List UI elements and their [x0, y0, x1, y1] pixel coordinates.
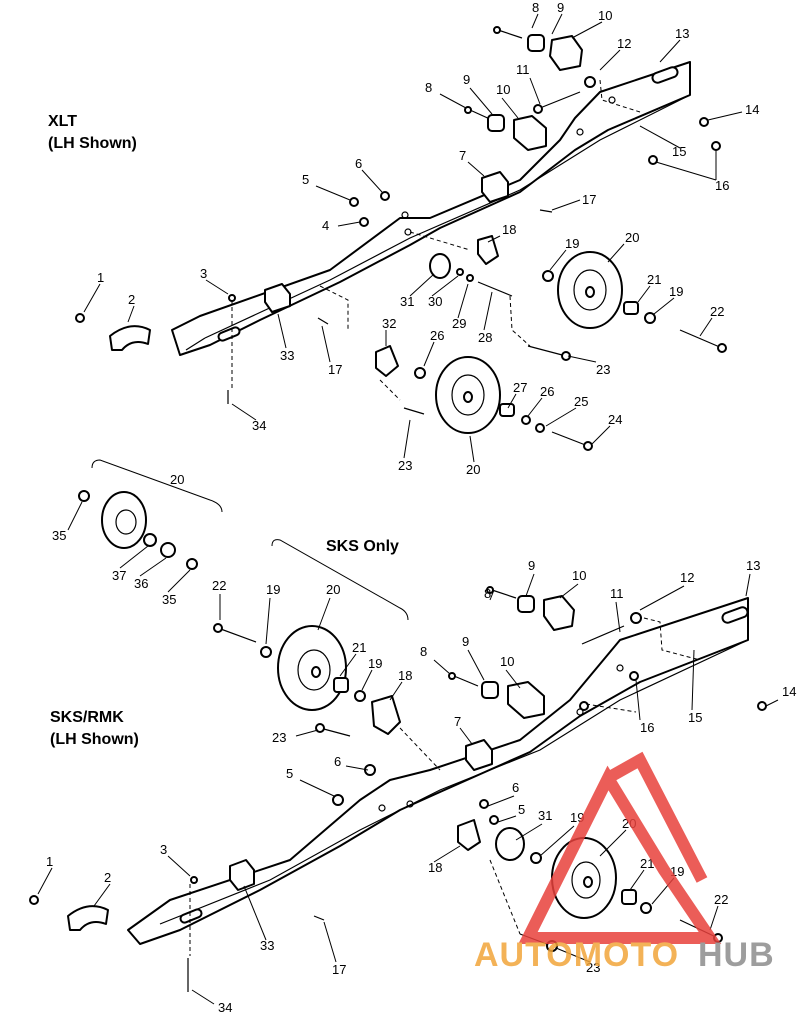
- callout-label: 23: [398, 458, 412, 473]
- callout-label: 21: [352, 640, 366, 655]
- section-title-sks-only: SKS Only: [326, 538, 399, 555]
- callout-label: 10: [496, 82, 510, 97]
- callout-label: 20: [170, 472, 184, 487]
- callout-label: 18: [398, 668, 412, 683]
- callout-label: 19: [565, 236, 579, 251]
- callout-label: 10: [572, 568, 586, 583]
- callout-label: 25: [574, 394, 588, 409]
- callout-label: 16: [715, 178, 729, 193]
- callout-label: 1: [46, 854, 53, 869]
- callout-label: 20: [625, 230, 639, 245]
- sks-rmk-slide-rail: [127, 597, 749, 945]
- callout-label: 16: [640, 720, 654, 735]
- callout-label: 9: [463, 72, 470, 87]
- callout-label: 17: [328, 362, 342, 377]
- leader-lines: [37, 13, 779, 1005]
- callout-label: 19: [266, 582, 280, 597]
- watermark-logo-triangle: [518, 765, 722, 944]
- callout-label: 19: [669, 284, 683, 299]
- callout-label: 37: [112, 568, 126, 583]
- callout-label: 34: [218, 1000, 232, 1014]
- section-title-xlt: XLT: [48, 113, 77, 130]
- callout-label: 11: [610, 586, 624, 601]
- callout-label: 11: [516, 62, 530, 77]
- callout-label: 6: [512, 780, 519, 795]
- callout-label: 8: [484, 586, 491, 601]
- callout-label: 6: [334, 754, 341, 769]
- callout-label: 17: [332, 962, 346, 977]
- callout-label: 20: [466, 462, 480, 477]
- callout-label: 33: [280, 348, 294, 363]
- callout-label: 30: [428, 294, 442, 309]
- watermark-brand-a: AUTOMOTO: [474, 936, 679, 974]
- callout-label: 31: [400, 294, 414, 309]
- callouts-top: 8 9 10 13 12 11 8 9 10 14 15 16 7 6 5 17…: [97, 0, 759, 477]
- callout-label: 8: [420, 644, 427, 659]
- callout-label: 19: [368, 656, 382, 671]
- callout-label: 10: [598, 8, 612, 23]
- callout-label: 22: [710, 304, 724, 319]
- callout-label: 7: [459, 148, 466, 163]
- callout-label: 27: [513, 380, 527, 395]
- callout-label: 15: [688, 710, 702, 725]
- callout-label: 35: [52, 528, 66, 543]
- callout-label: 20: [326, 582, 340, 597]
- callout-label: 29: [452, 316, 466, 331]
- callout-label: 9: [462, 634, 469, 649]
- callout-label: 34: [252, 418, 266, 433]
- callout-label: 23: [272, 730, 286, 745]
- callout-label: 3: [200, 266, 207, 281]
- callout-label: 22: [212, 578, 226, 593]
- callout-label: 15: [672, 144, 686, 159]
- callout-label: 4: [322, 218, 329, 233]
- callout-label: 14: [782, 684, 796, 699]
- callout-label: 22: [714, 892, 728, 907]
- callout-label: 23: [586, 960, 600, 975]
- callout-label: 21: [647, 272, 661, 287]
- callout-label: 14: [745, 102, 759, 117]
- callout-label: 5: [302, 172, 309, 187]
- xlt-assembly: [75, 26, 727, 451]
- callout-label: 9: [557, 0, 564, 15]
- callout-label: 12: [617, 36, 631, 51]
- callout-label: 6: [355, 156, 362, 171]
- callout-label: 2: [104, 870, 111, 885]
- automotohub-watermark: AUTOMOTO HUB: [474, 751, 775, 974]
- callout-label: 5: [286, 766, 293, 781]
- section-subtitle-sks-rmk: (LH Shown): [50, 731, 139, 748]
- callout-label: 31: [538, 808, 552, 823]
- wheel-detail-assembly: [78, 459, 223, 570]
- callout-label: 18: [502, 222, 516, 237]
- section-subtitle-xlt: (LH Shown): [48, 135, 137, 152]
- callout-label: 5: [518, 802, 525, 817]
- callout-label: 26: [430, 328, 444, 343]
- callout-label: 13: [675, 26, 689, 41]
- section-title-sks-rmk: SKS/RMK: [50, 709, 124, 726]
- callout-label: 24: [608, 412, 622, 427]
- callout-label: 13: [746, 558, 760, 573]
- callout-label: 18: [428, 860, 442, 875]
- callout-label: 1: [97, 270, 104, 285]
- callout-label: 8: [425, 80, 432, 95]
- callout-label: 23: [596, 362, 610, 377]
- callout-label: 33: [260, 938, 274, 953]
- callout-label: 9: [528, 558, 535, 573]
- callout-label: 28: [478, 330, 492, 345]
- callout-label: 32: [382, 316, 396, 331]
- callout-label: 3: [160, 842, 167, 857]
- callout-label: 8: [532, 0, 539, 15]
- callout-label: 36: [134, 576, 148, 591]
- watermark-brand-b: HUB: [698, 936, 775, 974]
- callout-label: 26: [540, 384, 554, 399]
- callout-label: 7: [454, 714, 461, 729]
- callout-label: 35: [162, 592, 176, 607]
- callout-label: 10: [500, 654, 514, 669]
- callout-label: 2: [128, 292, 135, 307]
- sks-only-assembly: [213, 539, 409, 711]
- callout-label: 12: [680, 570, 694, 585]
- callout-label: 17: [582, 192, 596, 207]
